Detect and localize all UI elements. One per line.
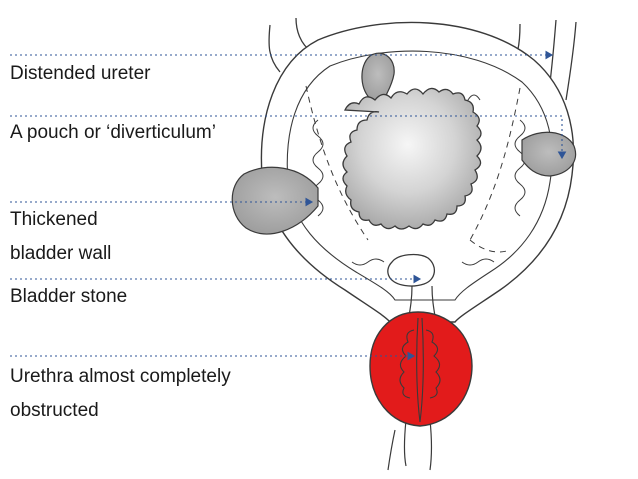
label-urethra-line2: obstructed [10, 400, 99, 421]
label-distended-ureter: Distended ureter [10, 63, 151, 84]
pointer-diverticulum [10, 115, 567, 160]
label-thickened-line1: Thickened [10, 209, 98, 230]
diverticulum-left [231, 166, 319, 235]
label-thickened-bladder-wall: Thickened bladder wall [10, 203, 111, 271]
dashed-ureter-course [305, 85, 521, 253]
diverticulum-right [521, 131, 577, 177]
label-urethra-line1: Urethra almost completely [10, 366, 231, 387]
label-thickened-line2: bladder wall [10, 243, 112, 264]
bladder-stone [387, 253, 435, 287]
enlarged-prostate [369, 311, 473, 427]
pointer-lines [10, 50, 567, 361]
prostate-lobes [399, 317, 441, 423]
label-bladder-stone: Bladder stone [10, 286, 128, 307]
bladder-lumen [342, 87, 482, 230]
diverticulum-top [361, 52, 395, 101]
label-diverticulum: A pouch or ‘diverticulum’ [10, 122, 216, 143]
label-urethra-obstructed: Urethra almost completely obstructed [10, 360, 231, 428]
